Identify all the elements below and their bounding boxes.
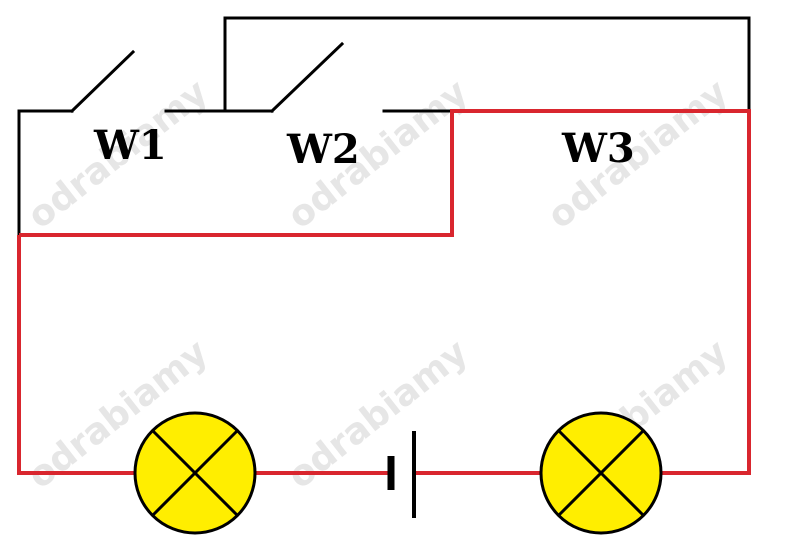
switch-w2-arm bbox=[269, 41, 345, 114]
wire-left-down bbox=[17, 235, 134, 475]
switch-label-w2: W2 bbox=[286, 126, 360, 173]
wire-top-loop bbox=[223, 16, 751, 113]
bulb-right-cross bbox=[557, 429, 645, 517]
switch-w1-arm bbox=[69, 49, 136, 114]
black-wires bbox=[17, 16, 751, 237]
red-wires bbox=[17, 109, 751, 475]
switch-label-w1: W1 bbox=[93, 122, 167, 169]
battery bbox=[387, 431, 416, 518]
wire-left-to-w1 bbox=[17, 109, 74, 237]
bulb-right bbox=[539, 411, 663, 535]
bulb-left-cross bbox=[151, 429, 239, 517]
bulb-left bbox=[133, 411, 257, 535]
wire-w3-loop bbox=[19, 109, 751, 475]
switch-label-w3: W3 bbox=[561, 125, 635, 172]
